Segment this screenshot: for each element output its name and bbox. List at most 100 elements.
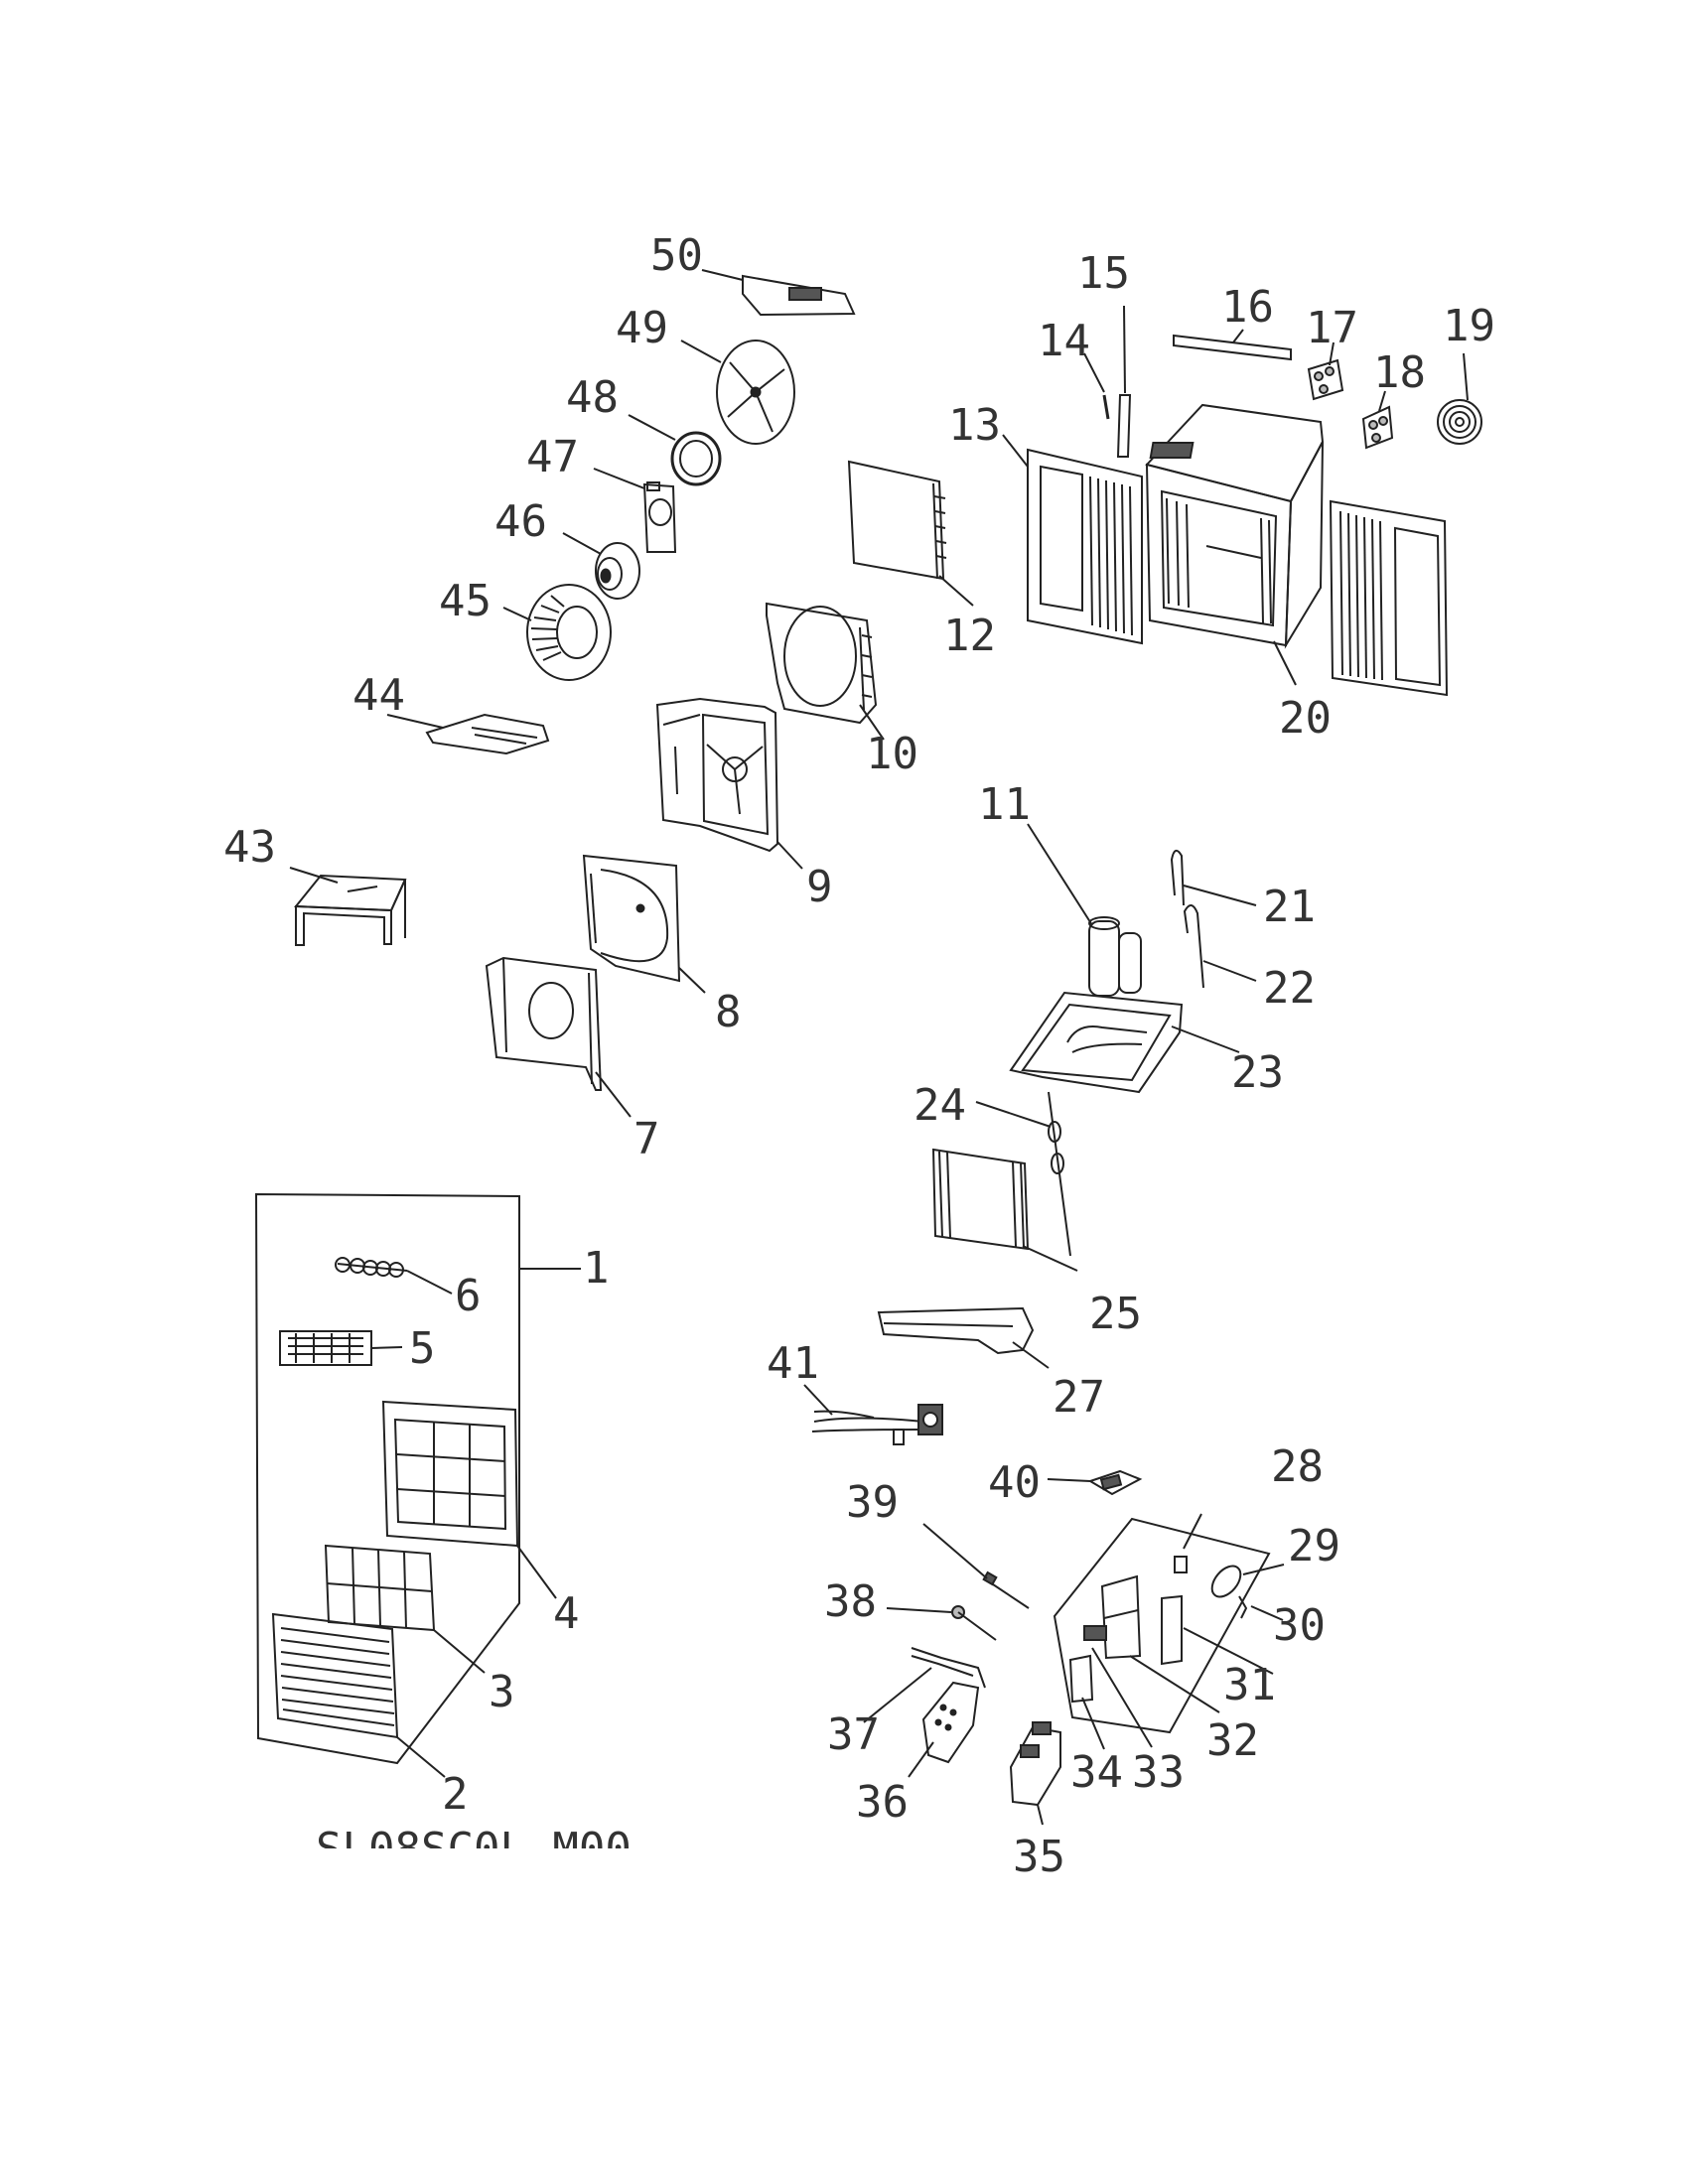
label-48: 48 xyxy=(566,372,619,423)
label-10: 10 xyxy=(866,729,918,779)
part-17-bracket xyxy=(1307,341,1344,401)
label-35: 35 xyxy=(1013,1832,1065,1882)
part-14-strip xyxy=(1083,352,1110,420)
part-31-bracket xyxy=(1161,1594,1274,1675)
label-39: 39 xyxy=(846,1477,899,1528)
part-number-labels: 1 2 3 4 5 6 7 8 9 10 11 12 13 14 15 16 1… xyxy=(223,230,1495,1882)
label-28: 28 xyxy=(1271,1441,1324,1492)
label-38: 38 xyxy=(824,1576,877,1627)
label-16: 16 xyxy=(1221,282,1274,333)
part-41-power-cord xyxy=(803,1384,943,1445)
right-side-panel xyxy=(1329,499,1449,697)
label-11: 11 xyxy=(978,779,1031,830)
label-19: 19 xyxy=(1443,301,1495,351)
label-50: 50 xyxy=(650,230,703,281)
part-40-bracket xyxy=(1047,1469,1143,1496)
part-27-drain-channel xyxy=(877,1306,1050,1369)
part-29-capacitor xyxy=(1210,1564,1285,1598)
part-16-top-rail xyxy=(1173,329,1292,361)
part-15-strip xyxy=(1116,305,1132,458)
label-29: 29 xyxy=(1288,1521,1340,1571)
part-48-ring xyxy=(628,414,722,486)
part-30-clip xyxy=(1238,1595,1284,1621)
label-44: 44 xyxy=(352,670,405,721)
label-31: 31 xyxy=(1223,1660,1276,1710)
label-17: 17 xyxy=(1306,303,1358,353)
part-11-compressor xyxy=(1027,823,1142,997)
label-23: 23 xyxy=(1231,1047,1284,1098)
label-3: 3 xyxy=(489,1667,515,1717)
label-25: 25 xyxy=(1089,1289,1142,1339)
part-10-orifice-panel xyxy=(766,602,885,741)
part-19-coil-spring xyxy=(1437,352,1482,445)
label-22: 22 xyxy=(1263,963,1316,1014)
front-panel-group xyxy=(254,1192,581,1765)
part-6-knob-shaft xyxy=(335,1257,453,1295)
part-7-scroll-panel xyxy=(485,956,632,1118)
part-9-partition xyxy=(655,697,803,870)
part-37-harness xyxy=(863,1647,986,1723)
part-25-evaporator-coil xyxy=(931,1148,1078,1272)
part-12-condenser-coil xyxy=(847,460,974,607)
label-5: 5 xyxy=(409,1323,436,1374)
part-46-fan-motor xyxy=(562,532,640,600)
label-21: 21 xyxy=(1263,882,1316,932)
label-34: 34 xyxy=(1070,1747,1123,1798)
part-23-base-pan xyxy=(1009,991,1240,1094)
part-43-cover xyxy=(289,867,407,946)
part-3-filter xyxy=(324,1544,486,1674)
label-40: 40 xyxy=(988,1457,1041,1508)
part-28-relay xyxy=(1174,1513,1202,1573)
label-33: 33 xyxy=(1132,1747,1185,1798)
label-36: 36 xyxy=(856,1777,909,1828)
label-30: 30 xyxy=(1273,1600,1326,1651)
label-41: 41 xyxy=(767,1338,819,1389)
part-36-control-board xyxy=(908,1681,980,1778)
label-18: 18 xyxy=(1373,347,1426,398)
label-43: 43 xyxy=(223,822,276,873)
part-47-motor-bracket xyxy=(593,468,677,553)
part-44-drain-pan xyxy=(386,713,550,755)
label-9: 9 xyxy=(806,862,833,912)
label-1: 1 xyxy=(583,1243,610,1294)
label-4: 4 xyxy=(553,1588,580,1639)
label-8: 8 xyxy=(715,987,742,1037)
part-45-blower-wheel xyxy=(502,584,612,681)
label-37: 37 xyxy=(827,1709,880,1760)
label-14: 14 xyxy=(1038,316,1090,366)
label-12: 12 xyxy=(943,611,996,661)
label-27: 27 xyxy=(1053,1372,1105,1423)
label-6: 6 xyxy=(455,1271,482,1321)
part-38-thermistor xyxy=(886,1605,997,1641)
part-34-plate xyxy=(1068,1654,1105,1750)
part-13-side-panel xyxy=(1002,434,1143,645)
part-22-tube xyxy=(1183,904,1257,989)
part-18-bracket xyxy=(1361,390,1394,450)
label-49: 49 xyxy=(616,303,668,353)
label-47: 47 xyxy=(526,432,579,482)
part-4-front-frame xyxy=(381,1400,557,1599)
part-2-front-grille xyxy=(271,1612,446,1778)
model-code-mask xyxy=(298,1848,655,1878)
label-2: 2 xyxy=(442,1769,469,1820)
label-20: 20 xyxy=(1279,693,1332,744)
part-39-sensor-wire xyxy=(922,1523,1030,1609)
part-49-fan-blade xyxy=(680,340,795,445)
part-35-switch-plates xyxy=(1009,1721,1061,1826)
control-box-panel xyxy=(1053,1517,1271,1734)
part-24-tube-assembly xyxy=(975,1091,1071,1257)
label-7: 7 xyxy=(633,1114,660,1164)
part-33-switch xyxy=(1083,1625,1153,1748)
part-8-blower-housing xyxy=(582,854,706,994)
part-20-cabinet xyxy=(1145,403,1325,686)
part-50-shroud xyxy=(701,269,856,317)
label-13: 13 xyxy=(948,400,1001,451)
label-45: 45 xyxy=(439,576,492,626)
label-46: 46 xyxy=(494,496,547,547)
part-5-louver xyxy=(279,1330,403,1366)
label-32: 32 xyxy=(1206,1715,1259,1766)
label-24: 24 xyxy=(914,1080,966,1131)
label-15: 15 xyxy=(1077,248,1130,299)
part-21-tube xyxy=(1170,849,1257,906)
